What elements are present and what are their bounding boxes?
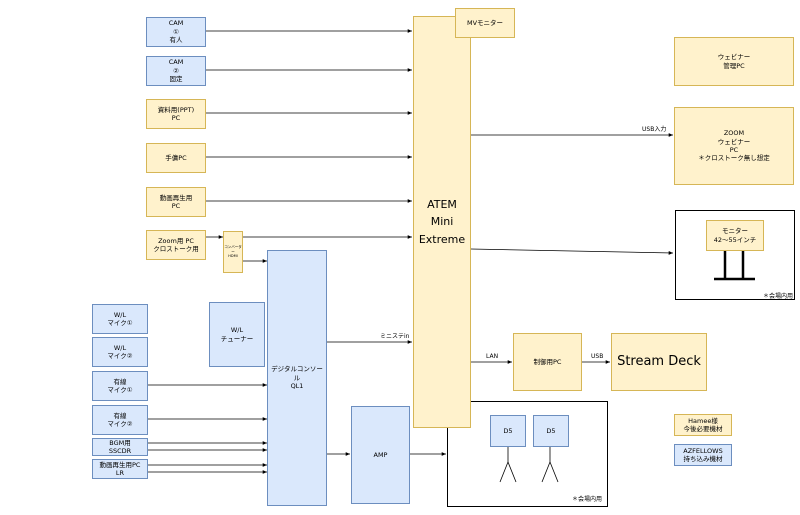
video-pc-box: 動画再生用 PC bbox=[146, 187, 206, 217]
converter-box: コンバーター HDMI bbox=[223, 231, 243, 273]
stream-deck-box: Stream Deck bbox=[611, 333, 707, 391]
ppt-pc-box: 資料用(PPT) PC bbox=[146, 99, 206, 129]
monitor-box: モニター 42〜55インチ bbox=[706, 220, 764, 251]
webinar-mgmt-pc-box: ウェビナー 管理PC bbox=[674, 37, 794, 86]
legend-hamee: Hamee様 今後必要機材 bbox=[674, 414, 732, 436]
amp-box: AMP bbox=[351, 406, 410, 504]
d5-left-box: D5 bbox=[490, 415, 526, 447]
atem-box: ATEM Mini Extreme bbox=[413, 16, 471, 428]
mv-monitor-box: MVモニター bbox=[455, 8, 515, 38]
bgm-box: BGM用 SSCDR bbox=[92, 438, 148, 456]
speaker-stand-right bbox=[541, 447, 559, 483]
edge-atem-monitor bbox=[470, 248, 674, 255]
venue-monitor-note: ＊会場内用 bbox=[763, 293, 794, 300]
wired-mic2-box: 有線 マイク② bbox=[92, 405, 148, 435]
usb-label: USB bbox=[591, 353, 604, 360]
zoom-pc-box: Zoom用 PC クロストーク用 bbox=[146, 230, 206, 260]
d5-right-box: D5 bbox=[533, 415, 569, 447]
venue-speaker-note: ＊会場内用 bbox=[572, 496, 603, 503]
video-pc-lr-box: 動画再生用PC LR bbox=[92, 459, 148, 479]
monitor-stand bbox=[714, 250, 755, 281]
zoom-webinar-pc-box: ZOOM ウェビナー PC ＊クロストーク無し想定 bbox=[674, 107, 794, 185]
legend-azfellows: AZFELLOWS 持ち込み機材 bbox=[674, 444, 732, 466]
wl-tuner-box: W/L チューナー bbox=[209, 302, 265, 367]
wired-mic1-box: 有線 マイク① bbox=[92, 371, 148, 401]
lan-label: LAN bbox=[486, 353, 499, 360]
cam1-box: CAM ① 有人 bbox=[146, 17, 206, 47]
usb-in-label: USB入力 bbox=[642, 126, 667, 133]
venue-speaker-frame bbox=[447, 401, 608, 507]
cam2-box: CAM ② 固定 bbox=[146, 56, 206, 86]
teleprompter-pc-box: 手傭PC bbox=[146, 143, 206, 173]
wl-mic2-box: W/L マイク② bbox=[92, 337, 148, 367]
mini-stereo-label: ミニステin bbox=[380, 333, 410, 340]
console-box: デジタルコンソール QL1 bbox=[267, 250, 327, 506]
wl-mic1-box: W/L マイク① bbox=[92, 304, 148, 334]
venue-monitor-frame bbox=[675, 210, 795, 300]
speaker-stand-left bbox=[499, 447, 517, 483]
control-pc-box: 制御用PC bbox=[513, 333, 582, 391]
